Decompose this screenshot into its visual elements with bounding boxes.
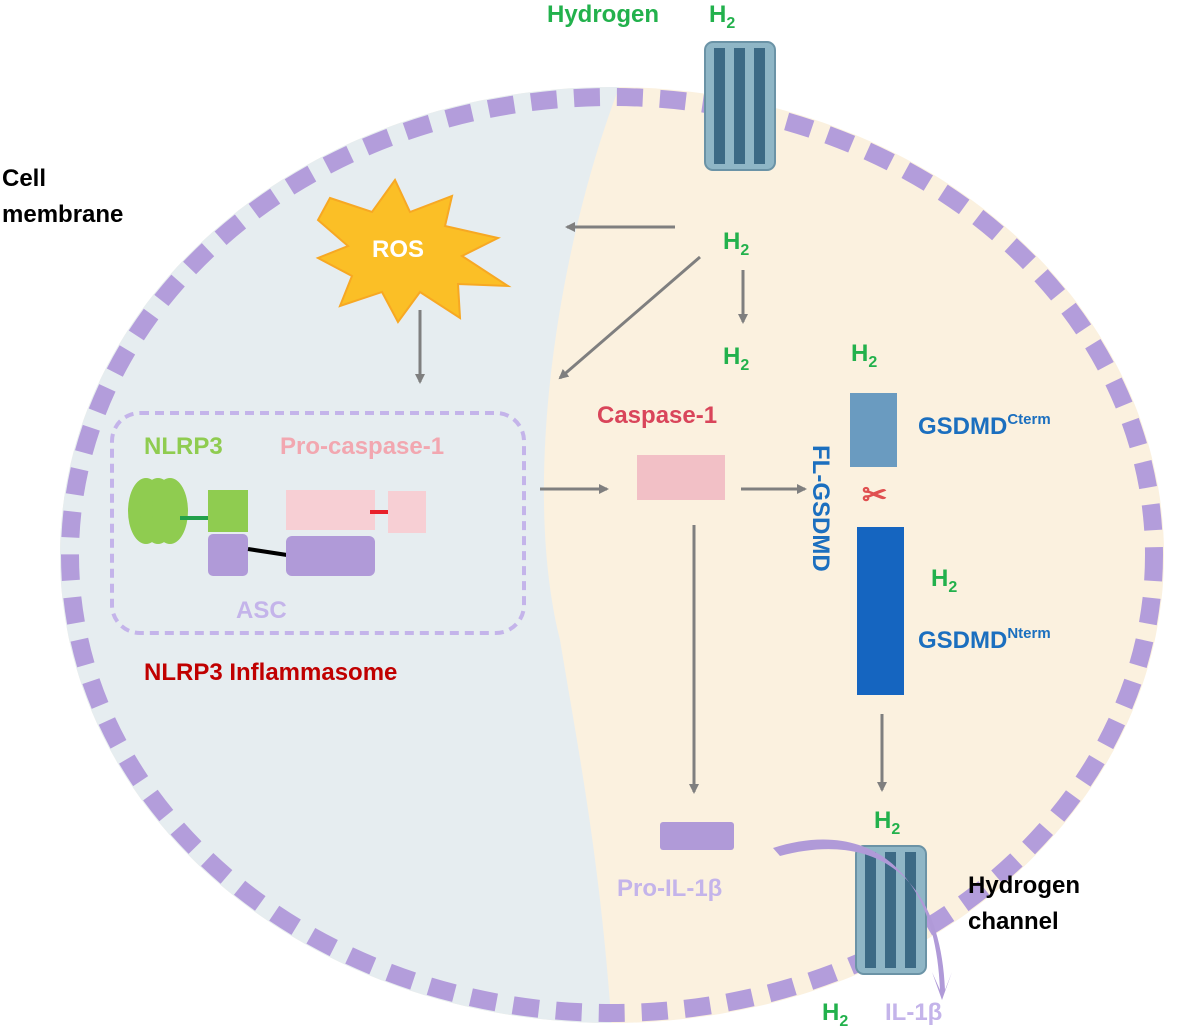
il1b-label: IL-1β (885, 999, 942, 1026)
h2-label-gsdmd-n: H2 (931, 565, 957, 596)
scissors-icon: ✂ (862, 479, 887, 512)
pro-caspase-protein (286, 490, 426, 533)
cell-membrane-label-line2: membrane (2, 201, 123, 228)
fl-gsdmd-label: FL-GSDMD (807, 445, 834, 572)
asc-label: ASC (236, 597, 287, 624)
nlrp3-protein (128, 478, 248, 544)
h2-label-channel: H2 (874, 807, 900, 838)
inflammasome-box (110, 411, 526, 635)
ros-label: ROS (372, 236, 424, 263)
arrow-h2-to-inflammasome (558, 255, 701, 380)
h2-label-bottom: H2 (822, 999, 848, 1030)
gsdmd-cterm-block (850, 393, 897, 467)
h2-label-mid: H2 (723, 343, 749, 374)
cell-membrane (61, 88, 1163, 1022)
arrows (415, 222, 887, 794)
hydrogen-channel-label-line2: channel (968, 908, 1059, 935)
inflammasome-label: NLRP3 Inflammasome (144, 659, 397, 686)
h2-top-label: H2 (709, 1, 735, 32)
pro-caspase-label: Pro-caspase-1 (280, 433, 444, 460)
caspase1-label: Caspase-1 (597, 402, 717, 429)
hydrogen-channel-label-line1: Hydrogen (968, 872, 1080, 899)
caspase1-block (637, 455, 725, 500)
top-hydrogen-channel (704, 41, 776, 171)
ros-burst: ROS (315, 178, 512, 324)
h2-label-mid-top: H2 (723, 228, 749, 259)
gsdmd-cterm-label: GSDMDCterm (918, 411, 1051, 440)
bottom-hydrogen-channel (855, 845, 927, 975)
pro-il1b-block (660, 822, 734, 850)
asc-protein (208, 534, 375, 576)
hydrogen-top-label: Hydrogen (547, 1, 659, 28)
h2-label-gsdmd-c: H2 (851, 340, 877, 371)
cell-membrane-label-line1: Cell (2, 165, 46, 192)
gsdmd-nterm-label: GSDMDNterm (918, 625, 1051, 654)
nlrp3-label: NLRP3 (144, 433, 223, 460)
pro-il1b-label: Pro-IL-1β (617, 875, 722, 902)
gsdmd-nterm-block (857, 527, 904, 695)
